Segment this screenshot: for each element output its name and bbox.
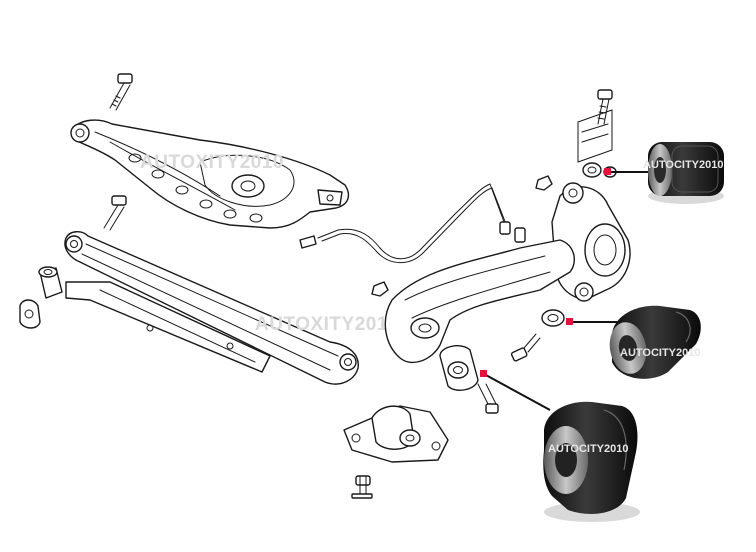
abs-sensor-cable bbox=[317, 183, 526, 264]
nut-icon bbox=[535, 175, 553, 191]
small-bushing-left bbox=[38, 266, 63, 299]
bushing-mid-drawing bbox=[541, 309, 565, 327]
watermark-bushing-top: AUTOCITY2010 bbox=[643, 159, 724, 171]
watermark-bushing-bottom: AUTOCITY2010 bbox=[548, 443, 629, 455]
wheel-knuckle bbox=[551, 182, 631, 302]
bolt-icon bbox=[477, 383, 499, 414]
bolt-icon bbox=[109, 73, 133, 111]
bushing-lower-drawing bbox=[439, 345, 479, 391]
bushing-photo-top bbox=[648, 142, 724, 204]
bolt-icon bbox=[510, 333, 541, 362]
spacer-plate bbox=[577, 109, 613, 163]
red-square-marker-icon bbox=[604, 168, 611, 175]
bushing-photo-mid bbox=[609, 305, 701, 379]
trailing-arm bbox=[64, 195, 359, 385]
red-square-marker-icon bbox=[566, 318, 573, 325]
bushing-photo-bottom bbox=[543, 401, 640, 522]
subframe-mount bbox=[343, 405, 449, 463]
watermark-trailing-arm: AUTOXITY2010 bbox=[255, 314, 399, 335]
top-mount-bushing bbox=[582, 162, 617, 178]
nut-icon bbox=[371, 281, 389, 297]
callouts bbox=[480, 168, 648, 411]
bolt-icon bbox=[103, 195, 127, 231]
bolt-icon bbox=[351, 475, 373, 499]
watermark-upper-arm: AUTOXITY2010 bbox=[140, 152, 284, 173]
upper-control-arm bbox=[70, 73, 350, 249]
red-square-marker-icon bbox=[480, 370, 487, 377]
bracket-left bbox=[19, 299, 41, 329]
lower-control-arm bbox=[372, 239, 576, 363]
bolt-icon bbox=[597, 89, 613, 125]
watermark-bushing-mid: AUTOCITY2010 bbox=[620, 347, 701, 359]
